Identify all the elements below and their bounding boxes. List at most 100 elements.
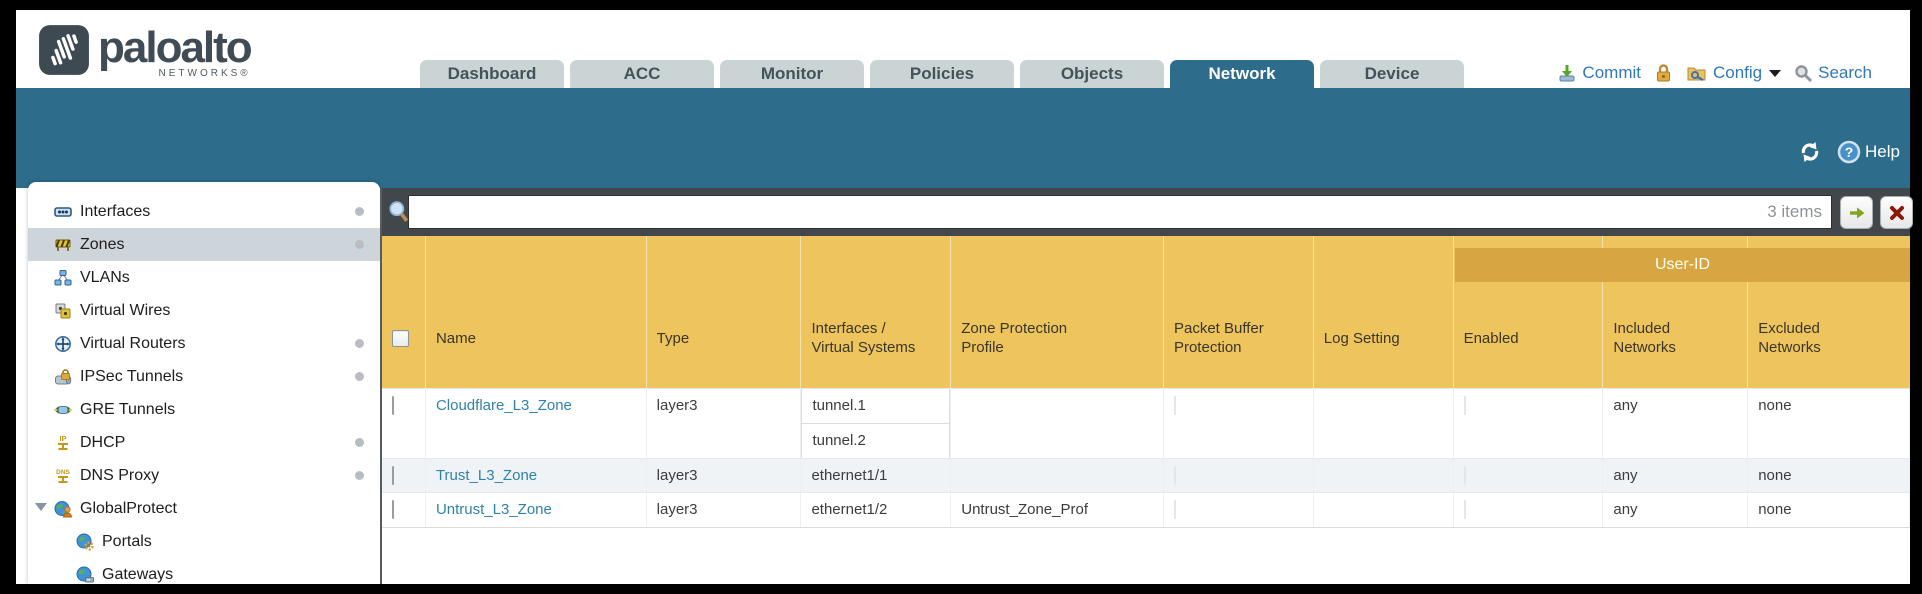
excluded-networks: none <box>1748 493 1910 527</box>
sidebar-item-interfaces[interactable]: Interfaces <box>28 195 380 228</box>
svg-text:DNS: DNS <box>56 469 70 476</box>
sidebar-item-zones[interactable]: Zones <box>28 228 380 261</box>
select-all-checkbox[interactable] <box>392 329 409 347</box>
config-icon <box>1687 67 1706 82</box>
search-icon <box>1795 64 1813 82</box>
svg-text:IP: IP <box>59 434 66 443</box>
column-header-interfaces[interactable]: Interfaces / Virtual Systems <box>801 236 952 388</box>
ipsec-tunnels-icon <box>55 368 72 384</box>
sidebar-item-ipsec-tunnels[interactable]: IPSec Tunnels <box>28 360 380 393</box>
filter-search-icon <box>389 201 409 222</box>
paloalto-logo-icon <box>39 25 89 75</box>
sidebar-item-label: Portals <box>102 532 152 550</box>
dns-proxy-icon: DNS <box>56 469 71 483</box>
sidebar-item-dns-proxy[interactable]: DNS DNS Proxy <box>28 459 380 492</box>
row-checkbox[interactable] <box>392 466 394 485</box>
sidebar-item-globalprotect[interactable]: GlobalProtect <box>28 492 380 525</box>
search-button[interactable]: Search <box>1794 63 1872 83</box>
user-id-enabled-checkbox <box>1463 500 1466 519</box>
sidebar-item-virtual-routers[interactable]: Virtual Routers <box>28 327 380 360</box>
column-header-included-networks[interactable]: Included Networks <box>1603 236 1749 388</box>
included-networks: any <box>1603 389 1749 459</box>
column-header-excluded-networks[interactable]: Excluded Networks <box>1758 320 1821 356</box>
apply-filter-button[interactable] <box>1840 196 1873 229</box>
column-header-type[interactable]: Type <box>647 236 802 388</box>
zone-protection-profile <box>951 459 1164 493</box>
dhcp-icon: IP <box>58 434 68 450</box>
svg-text:?: ? <box>1845 144 1854 160</box>
user-id-enabled-checkbox <box>1463 396 1466 415</box>
sidebar-item-label: DHCP <box>80 433 126 451</box>
filter-bar: 3 items <box>382 188 1913 236</box>
interface-entry: tunnel.2 <box>801 424 951 459</box>
row-checkbox[interactable] <box>392 500 394 519</box>
included-networks: any <box>1603 459 1749 493</box>
tab-objects[interactable]: Objects <box>1020 60 1164 88</box>
tab-monitor[interactable]: Monitor <box>720 60 864 88</box>
sidebar-item-label: Zones <box>80 235 125 253</box>
sidebar-item-gateways[interactable]: Gateways <box>28 558 380 584</box>
paloalto-logo: paloalto NETWORKS® <box>38 23 253 79</box>
tab-network[interactable]: Network <box>1170 60 1314 88</box>
column-header-log-setting[interactable]: Log Setting <box>1314 236 1454 388</box>
row-checkbox[interactable] <box>392 396 394 415</box>
sidebar-item-gre-tunnels[interactable]: GRE Tunnels <box>28 393 380 426</box>
table-row: Cloudflare_L3_Zone layer3 tunnel.1 tunne… <box>382 388 1911 459</box>
log-setting <box>1314 459 1454 493</box>
collapse-arrow-icon[interactable] <box>35 503 47 511</box>
clear-filter-button[interactable] <box>1880 196 1913 229</box>
zone-name-link[interactable]: Trust_L3_Zone <box>435 467 538 484</box>
main-tab-bar: Dashboard ACC Monitor Policies Objects N… <box>420 60 1464 88</box>
tab-policies[interactable]: Policies <box>870 60 1014 88</box>
help-label: Help <box>1865 142 1900 161</box>
utility-links: Commit Config S <box>1557 60 1872 86</box>
user-id-group-header: User-ID <box>1455 248 1910 282</box>
log-setting <box>1314 389 1454 459</box>
nav-band: ? Help <box>16 88 1910 188</box>
commit-icon <box>1559 65 1575 82</box>
status-dot <box>355 207 364 216</box>
sidebar-item-virtual-wires[interactable]: Virtual Wires <box>28 294 380 327</box>
top-bar: paloalto NETWORKS® Dashboard ACC Monitor… <box>16 10 1910 88</box>
zone-type: layer3 <box>647 389 802 459</box>
packet-buffer-protection-checkbox <box>1173 466 1176 485</box>
status-dot <box>355 471 364 480</box>
commit-button[interactable]: Commit <box>1557 63 1641 83</box>
sidebar-item-dhcp[interactable]: IP DHCP <box>28 426 380 459</box>
sidebar-item-vlans[interactable]: VLANs <box>28 261 380 294</box>
sidebar-item-label: IPSec Tunnels <box>80 367 184 385</box>
sidebar-item-label: DNS Proxy <box>80 466 160 484</box>
zone-interfaces: ethernet1/2 <box>801 493 952 527</box>
refresh-icon[interactable] <box>1797 140 1823 164</box>
column-header-name[interactable]: Name <box>426 236 647 388</box>
zone-name-link[interactable]: Cloudflare_L3_Zone <box>435 397 572 414</box>
config-menu[interactable]: Config <box>1686 63 1782 83</box>
zone-type: layer3 <box>647 493 802 527</box>
packet-buffer-protection-checkbox <box>1173 500 1176 519</box>
column-header-zone-protection-profile[interactable]: Zone Protection Profile <box>951 236 1164 388</box>
lock-icon[interactable] <box>1654 63 1673 84</box>
help-button[interactable]: ? Help <box>1837 140 1900 164</box>
excluded-networks: none <box>1748 459 1910 493</box>
zone-name-link[interactable]: Untrust_L3_Zone <box>435 501 552 518</box>
sidebar-item-portals[interactable]: Portals <box>28 525 380 558</box>
clear-filter-icon <box>1889 205 1904 220</box>
zone-interfaces: ethernet1/1 <box>801 459 952 493</box>
column-header-packet-buffer-protection[interactable]: Packet Buffer Protection <box>1164 236 1314 388</box>
column-header-enabled[interactable]: Enabled <box>1454 236 1604 388</box>
excluded-networks: none <box>1748 389 1911 459</box>
tab-acc[interactable]: ACC <box>570 60 714 88</box>
tab-device[interactable]: Device <box>1320 60 1464 88</box>
gateways-icon <box>76 566 94 582</box>
filter-input[interactable] <box>408 195 1832 229</box>
zone-protection-profile <box>951 389 1164 459</box>
sidebar-item-label: VLANs <box>80 268 130 286</box>
zones-icon <box>55 239 71 251</box>
zone-protection-profile: Untrust_Zone_Prof <box>951 493 1164 527</box>
vlans-icon <box>54 269 72 285</box>
sidebar-item-label: Virtual Routers <box>80 334 186 352</box>
tab-dashboard[interactable]: Dashboard <box>420 60 564 88</box>
browser-content: paloalto NETWORKS® Dashboard ACC Monitor… <box>16 10 1913 584</box>
brand-wordmark: paloalto <box>98 23 253 72</box>
